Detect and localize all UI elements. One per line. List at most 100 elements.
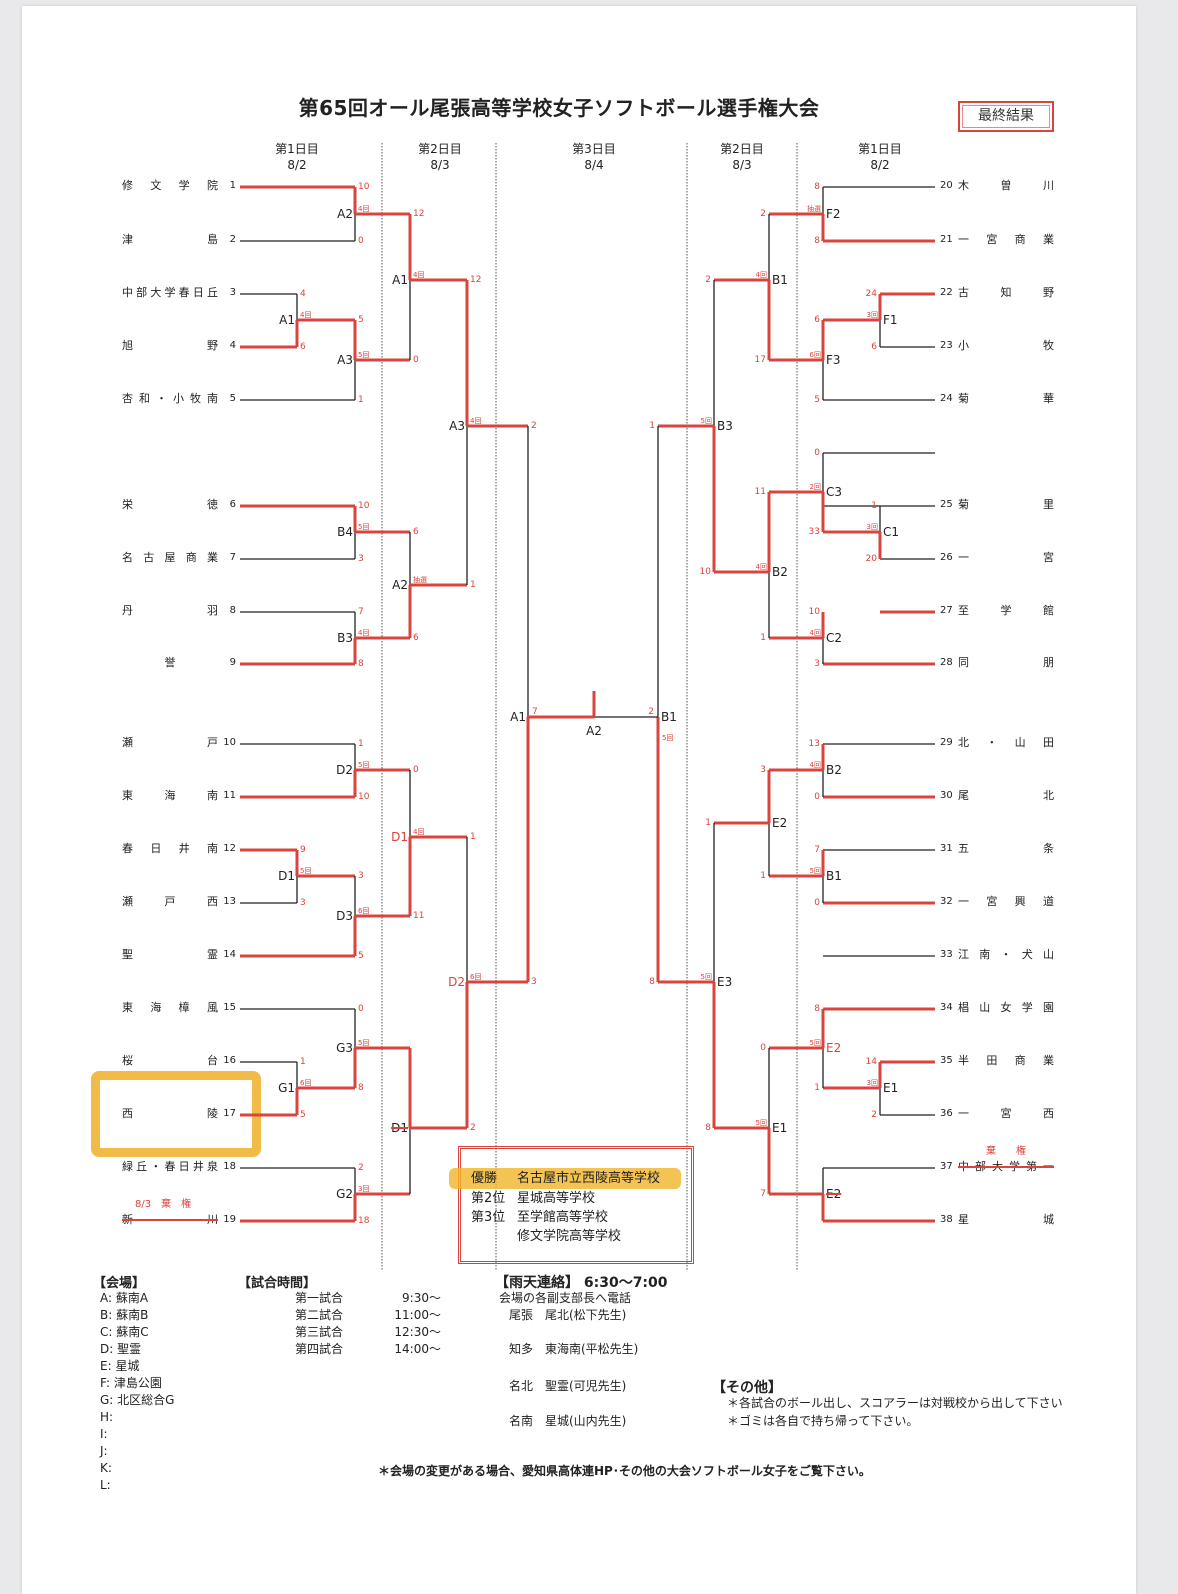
venue-item: G: 北区総合G <box>100 1393 175 1407</box>
score: 14 <box>865 1057 877 1067</box>
day-date: 8/3 <box>732 158 752 172</box>
team-name: 古知野 <box>958 286 1054 299</box>
day-date: 8/2 <box>870 158 890 172</box>
game-label: A1 <box>510 710 526 724</box>
game-label: D1 <box>391 830 408 844</box>
team-name: 春日井南 <box>122 842 218 855</box>
team-number: 26 <box>940 552 953 563</box>
score: 8 <box>705 1123 711 1133</box>
rain-contact: 名南 星城(山内先生) <box>509 1414 627 1428</box>
game-slot: 第一試合 <box>295 1291 344 1305</box>
game-label: G2 <box>336 1187 353 1201</box>
team-number: 17 <box>223 1108 236 1119</box>
game-label: D3 <box>336 909 353 923</box>
page-title: 第65回オール尾張高等学校女子ソフトボール選手権大会 <box>298 96 820 120</box>
score: 6 <box>814 315 820 325</box>
team-number: 4 <box>229 340 236 351</box>
other-note: ＊ゴミは各自で持ち帰って下さい。 <box>727 1414 919 1428</box>
day-label: 第2日目 <box>720 142 764 156</box>
game-label: A1 <box>279 313 295 327</box>
score: 1 <box>470 832 476 842</box>
game-label: E2 <box>772 816 788 830</box>
team-name: 瀬戸 <box>122 736 218 749</box>
score: 18 <box>358 1216 370 1226</box>
second-team: 星城高等学校 <box>517 1191 596 1206</box>
team-number: 3 <box>229 287 236 298</box>
score: 2 <box>531 421 537 431</box>
document-page <box>22 6 1136 1594</box>
game-slot: 第四試合 <box>295 1342 344 1356</box>
team-name: 一宮興道 <box>958 895 1054 908</box>
team-name: 至学館 <box>958 604 1054 617</box>
score: 1 <box>760 633 766 643</box>
team-name: 東海樟風 <box>122 1001 218 1014</box>
team-name: 桜台 <box>122 1054 218 1067</box>
team-number: 22 <box>940 287 953 298</box>
team-name: 五条 <box>958 842 1054 855</box>
score: 8 <box>814 1004 820 1014</box>
third-team: 修文学院高等学校 <box>517 1229 622 1244</box>
game-label: B4 <box>337 525 353 539</box>
score: 2 <box>358 1163 364 1173</box>
score: 17 <box>754 355 766 365</box>
score: 5 <box>358 951 364 961</box>
score: 33 <box>808 527 820 537</box>
score: 1 <box>760 871 766 881</box>
game-label: E3 <box>717 975 733 989</box>
game-label: F1 <box>883 313 898 327</box>
champion-highlight <box>449 1168 681 1189</box>
team-number: 7 <box>229 552 236 563</box>
forfeit-note-right: 棄 権 <box>986 1146 1026 1157</box>
final-game-label: A2 <box>586 724 602 738</box>
game-label: B3 <box>337 631 353 645</box>
team-number: 10 <box>223 737 236 748</box>
game-label: F2 <box>826 207 841 221</box>
score: 0 <box>413 355 419 365</box>
day-header-4: 第2日目 8/3 <box>692 141 792 173</box>
team-number: 35 <box>940 1055 953 1066</box>
game-time: 9:30～ <box>402 1291 441 1305</box>
venue-item: K: <box>100 1461 112 1475</box>
score: 0 <box>814 792 820 802</box>
inning-note: 5回 <box>809 867 821 875</box>
score: 10 <box>358 792 370 802</box>
rain-sub: 会場の各副支部長へ電話 <box>499 1291 632 1305</box>
game-label: E1 <box>772 1121 788 1135</box>
team-number: 33 <box>940 949 953 960</box>
score: 12 <box>413 209 425 219</box>
game-slot: 第三試合 <box>295 1325 344 1339</box>
team-number: 14 <box>223 949 236 960</box>
team-number: 32 <box>940 896 953 907</box>
final-score: 7 <box>532 707 538 717</box>
team-number: 11 <box>223 790 236 801</box>
inning-note: 5回 <box>300 867 312 875</box>
team-number: 5 <box>229 393 236 404</box>
day-date: 8/3 <box>430 158 450 172</box>
inning-note: 6回 <box>809 351 821 359</box>
team-number: 19 <box>223 1214 236 1225</box>
team-name: 一宮商業 <box>958 233 1054 246</box>
game-label: E2 <box>826 1041 842 1055</box>
inning-note: 5回 <box>809 1039 821 1047</box>
score: 4 <box>300 289 306 299</box>
inning-note: 5回 <box>358 761 370 769</box>
game-label: C1 <box>883 525 900 539</box>
score: 5 <box>814 395 820 405</box>
game-label: B1 <box>661 710 677 724</box>
team-name: 杏和・小牧南 <box>122 392 218 405</box>
team-name: 半田商業 <box>958 1054 1054 1067</box>
score: 10 <box>808 607 820 617</box>
team-number: 1 <box>229 180 236 191</box>
team-name: 木曽川 <box>958 179 1054 192</box>
venue-item: D: 聖霊 <box>100 1342 142 1356</box>
score: 24 <box>865 289 877 299</box>
inning-note: 5回 <box>358 523 370 531</box>
inning-note: 5回 <box>662 734 674 742</box>
score: 7 <box>760 1189 766 1199</box>
game-label: A3 <box>337 353 353 367</box>
day-date: 8/4 <box>584 158 604 172</box>
score: 3 <box>814 659 820 669</box>
score: 1 <box>871 501 877 511</box>
rain-contact: 尾張 尾北(松下先生) <box>509 1308 627 1322</box>
results-box: 優勝 名古屋市立西陵高等学校 第2位 星城高等学校 第3位 至学館高等学校 修文… <box>449 1146 694 1264</box>
